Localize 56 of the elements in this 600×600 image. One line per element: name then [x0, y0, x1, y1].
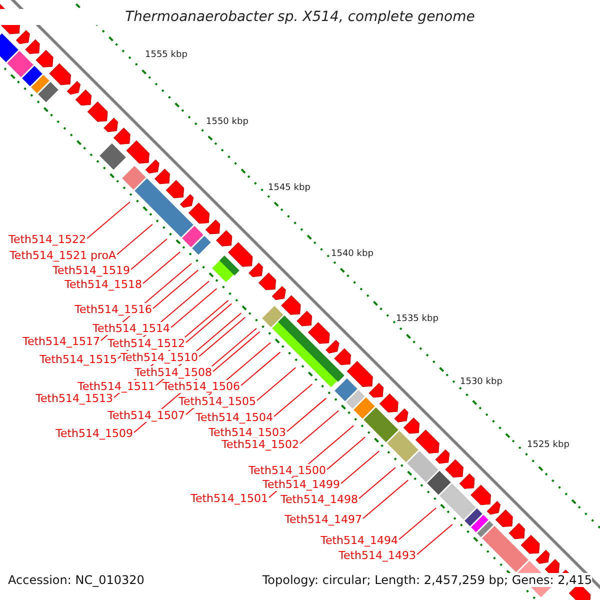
gene-label: Teth514_1516: [74, 303, 152, 316]
leader-line: [398, 508, 437, 540]
accession-text: Accession: NC_010320: [8, 573, 144, 587]
scale-tick-label: 1540 kbp: [331, 249, 374, 259]
scale-tick-label: 1555 kbp: [145, 50, 188, 60]
topology-text: Topology: circular; Length: 2,457,259 bp; Genes: 2,415: [262, 573, 592, 587]
gene-label: Teth514_1501: [190, 492, 268, 505]
leader-line: [274, 384, 313, 417]
leader-line: [142, 252, 181, 284]
leader-line: [300, 410, 340, 444]
leader-line: [326, 436, 366, 470]
gene-label: Teth514_1522: [8, 233, 86, 246]
leader-line: [340, 450, 380, 484]
gene-label: Teth514_1498: [280, 493, 358, 506]
leader-line: [256, 367, 296, 401]
gene-label: Teth514_1507: [108, 409, 185, 422]
gene-label: Teth514_1505: [178, 395, 256, 408]
leader-line: [198, 316, 246, 357]
gene-label: Teth514_1500: [248, 464, 326, 477]
leader-line: [362, 480, 409, 519]
gene-label: Teth514_1518: [64, 278, 142, 291]
gene-label: Teth514_1504: [196, 411, 273, 424]
leader-line: [240, 352, 281, 386]
scale-tick-label: 1545 kbp: [268, 183, 310, 193]
gene-label: Teth514_1513: [36, 392, 113, 405]
scale-tick-label: 1530 kbp: [460, 377, 502, 387]
leader-line: [416, 524, 453, 555]
leader-line: [286, 398, 327, 432]
scale-tick-label: 1535 kbp: [396, 314, 438, 324]
leader-line: [186, 303, 232, 343]
gene-label: Teth514_1510: [120, 351, 198, 364]
gene-label: Teth514_1519: [52, 264, 130, 277]
gene-label: Teth514_1509: [56, 427, 133, 440]
leader-line: [130, 238, 168, 270]
gene-label: Teth514_1512: [108, 337, 185, 350]
gene-label: Teth514_1521 proA: [10, 249, 116, 262]
leader-line: [358, 466, 396, 499]
leader-line: [116, 224, 153, 255]
leader-line: [86, 201, 130, 239]
gene-label: Teth514_1517: [22, 335, 100, 348]
gene-label: Teth514_1514: [92, 322, 170, 335]
gene-label: Teth514_1508: [134, 366, 212, 379]
gene-label: Teth514_1494: [320, 534, 398, 547]
gene-label: Teth514_1497: [284, 513, 362, 526]
leader-line: [212, 331, 260, 372]
leader-line: [152, 270, 199, 309]
gene-label: Teth514_1503: [208, 426, 286, 439]
gene-label: Teth514_1499: [262, 478, 340, 491]
scale-tick-label: 1550 kbp: [206, 117, 248, 127]
gene-label: Teth514_1511: [78, 380, 155, 393]
scale-tick-label: 1525 kbp: [527, 440, 570, 450]
gene-label: Teth514_1506: [162, 380, 240, 393]
gene-label: Teth514_1493: [338, 549, 416, 562]
gene-label: Teth514_1515: [40, 353, 117, 366]
leader-line: [170, 288, 218, 328]
gene-label: Teth514_1502: [222, 438, 299, 451]
